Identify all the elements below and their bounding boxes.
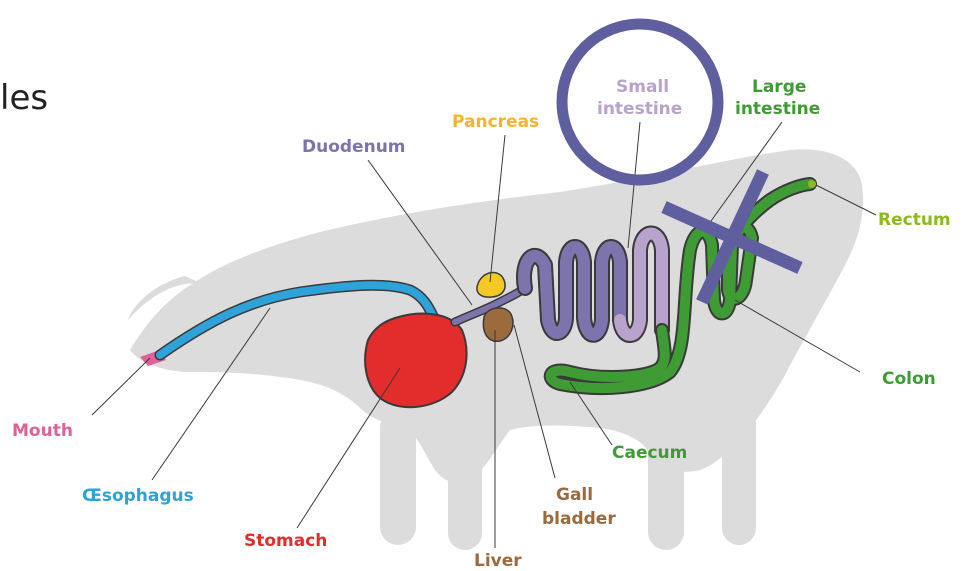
label-colon: Colon: [882, 369, 936, 389]
liver-organ: [483, 308, 513, 341]
label-caecum: Caecum: [612, 443, 687, 463]
label-large-intestine-line1: Large: [752, 77, 806, 97]
label-large-intestine-line2: intestine: [735, 99, 820, 119]
label-liver: Liver: [474, 551, 522, 571]
rectum-organ: [808, 180, 816, 188]
label-stomach: Stomach: [244, 531, 327, 551]
label-small-intestine-line2: intestine: [597, 99, 682, 119]
label-mouth: Mouth: [12, 421, 73, 441]
label-duodenum: Duodenum: [302, 137, 406, 157]
label-gall-bladder-line1: Gall: [556, 485, 593, 505]
label-small-intestine-line1: Small: [616, 77, 669, 97]
stomach-organ: [365, 314, 466, 408]
label-pancreas: Pancreas: [452, 112, 539, 132]
label-gall-bladder-line2: bladder: [542, 509, 616, 529]
label-rectum: Rectum: [878, 210, 951, 230]
label-oesophagus: Œsophagus: [82, 486, 194, 506]
